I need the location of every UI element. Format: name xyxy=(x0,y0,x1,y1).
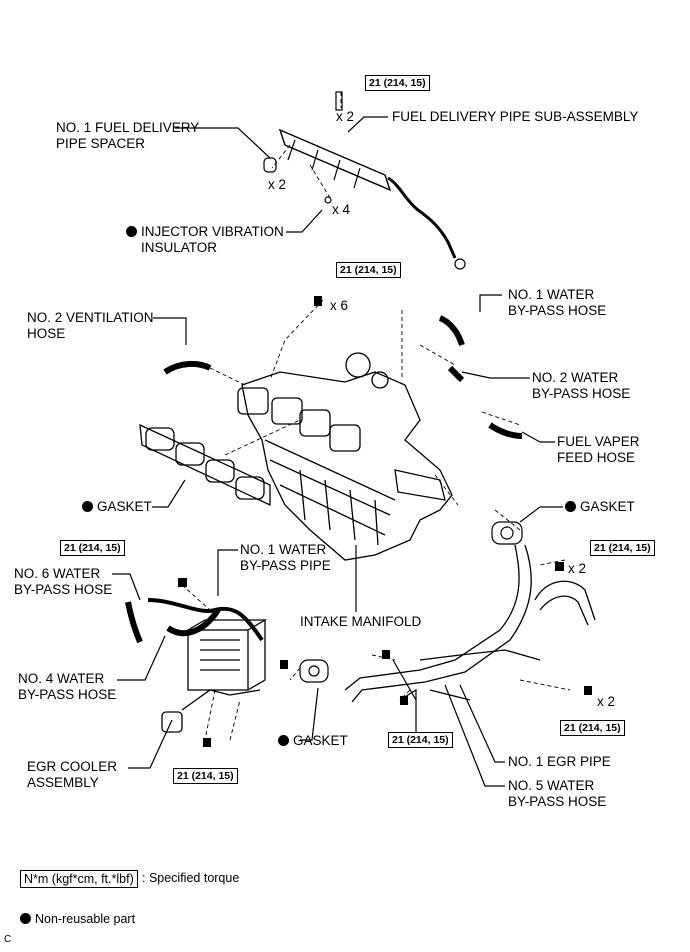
leader-no1-wbh-top xyxy=(479,294,502,312)
nonreusable-dot-icon xyxy=(565,501,576,512)
label-line-1: NO. 1 WATER xyxy=(240,542,327,557)
label-no4-water-bypass-hose: NO. 4 WATER BY-PASS HOSE xyxy=(18,671,116,703)
label-injector-vibration-insulator: INJECTOR VIBRATION INSULATOR xyxy=(126,224,284,256)
qty-manifold-bolts: x 6 xyxy=(330,298,349,313)
legend-nonreusable-text: Non-reusable part xyxy=(35,912,136,926)
label-line-2: INSULATOR xyxy=(141,240,218,255)
qty-spacers: x 2 xyxy=(268,177,287,192)
label-line-1: NO. 6 WATER xyxy=(14,566,101,581)
fuel-rail xyxy=(278,128,392,192)
leader-gasket-mid xyxy=(300,687,319,741)
label-gasket-intake: GASKET xyxy=(82,499,152,515)
torque-box-wb-pipe: 21 (214, 15) xyxy=(60,540,125,556)
label-text: GASKET xyxy=(580,499,635,514)
label-line-1: FUEL VAPER xyxy=(557,434,640,449)
torque-box-egr-cooler: 21 (214, 15) xyxy=(173,768,238,784)
leader-fuel-pipe xyxy=(347,116,388,133)
intake-gasket-shape xyxy=(139,423,271,507)
no6-wbh-shape xyxy=(125,601,143,644)
leader-ventilation-hose xyxy=(153,317,187,345)
leader-no6-wbh xyxy=(112,573,141,601)
torque-box-manifold: 21 (214, 15) xyxy=(336,262,401,278)
label-no2-ventilation-hose: NO. 2 VENTILATION HOSE xyxy=(27,310,154,342)
no1-wbh-shape xyxy=(438,315,465,346)
label-fuel-vaper-feed-hose: FUEL VAPER FEED HOSE xyxy=(557,434,640,466)
nonreusable-dot-icon xyxy=(82,501,93,512)
qty-egr-top-bolts: x 2 xyxy=(568,561,587,576)
label-line-2: BY-PASS HOSE xyxy=(508,303,607,318)
label-no5-water-bypass-hose: NO. 5 WATER BY-PASS HOSE xyxy=(508,778,606,810)
legend-nonreusable: Non-reusable part xyxy=(20,912,135,926)
leader-gasket-right xyxy=(519,506,563,523)
label-line-1: EGR COOLER xyxy=(27,759,118,774)
leader-no5-wbh xyxy=(444,684,505,787)
corner-mark: C xyxy=(4,934,12,945)
leader-no4-wbh xyxy=(117,635,166,681)
label-text: GASKET xyxy=(97,499,152,514)
no4-wbh-shape xyxy=(166,608,221,637)
qty-fuel-pipe-bolts: x 2 xyxy=(336,109,355,124)
label-line-2: PIPE SPACER xyxy=(56,136,146,151)
label-text: GASKET xyxy=(293,733,348,748)
nonreusable-dot-icon xyxy=(278,735,289,746)
label-no1-water-bypass-hose-top: NO. 1 WATER BY-PASS HOSE xyxy=(508,287,606,319)
label-no6-water-bypass-hose: NO. 6 WATER BY-PASS HOSE xyxy=(14,566,112,598)
label-line-1: NO. 1 WATER xyxy=(508,287,595,302)
no2-wbh-shape xyxy=(447,365,465,383)
label-no2-water-bypass-hose: NO. 2 WATER BY-PASS HOSE xyxy=(532,370,630,402)
torque-box-egr-pipe-right: 21 (214, 15) xyxy=(560,720,625,736)
label-line-1: NO. 2 VENTILATION xyxy=(27,310,154,325)
legend-torque-box: N*m (kgf*cm, ft.*lbf) xyxy=(20,870,138,888)
label-line-2: HOSE xyxy=(27,326,66,341)
label-line-1: NO. 4 WATER xyxy=(18,671,105,686)
label-gasket-egr-cooler: GASKET xyxy=(278,733,348,749)
label-line-2: BY-PASS HOSE xyxy=(508,794,607,809)
qty-insulators: x 4 xyxy=(332,202,351,217)
label-line-2: BY-PASS PIPE xyxy=(240,558,331,573)
label-line-2: BY-PASS HOSE xyxy=(18,687,117,702)
leader-gasket-left xyxy=(152,479,186,508)
fuel-line xyxy=(387,176,457,259)
torque-box-egr-pipe-bottom: 21 (214, 15) xyxy=(388,732,453,748)
label-no1-egr-pipe: NO. 1 EGR PIPE xyxy=(508,754,611,769)
label-line-2: FEED HOSE xyxy=(557,450,636,465)
label-fuel-delivery-pipe-spacer: NO. 1 FUEL DELIVERY PIPE SPACER xyxy=(56,120,199,152)
ventilation-hose-shape xyxy=(163,360,212,375)
leader-no1-egr-pipe xyxy=(459,684,505,763)
nonreusable-dot-icon xyxy=(20,913,31,924)
label-line-1: NO. 1 FUEL DELIVERY xyxy=(56,120,200,135)
label-fuel-delivery-pipe-sub-assembly: FUEL DELIVERY PIPE SUB-ASSEMBLY xyxy=(392,109,639,124)
label-intake-manifold: INTAKE MANIFOLD xyxy=(300,614,422,629)
label-line-2: BY-PASS HOSE xyxy=(14,582,113,597)
leader-injector-insulator xyxy=(286,209,323,233)
label-line-2: ASSEMBLY xyxy=(27,775,99,790)
legend-torque-text: : Specified torque xyxy=(142,871,240,885)
egr-cooler-shape xyxy=(161,619,268,733)
fuel-vaper-hose-shape xyxy=(488,422,523,439)
torque-box-fuel-pipe: 21 (214, 15) xyxy=(365,75,430,91)
qty-egr-right-bolts: x 2 xyxy=(597,694,616,709)
leader-no2-wbh xyxy=(461,371,530,379)
label-no1-water-bypass-pipe: NO. 1 WATER BY-PASS PIPE xyxy=(240,542,331,574)
spacer-part xyxy=(263,157,277,173)
leader-fuel-vaper xyxy=(521,431,555,443)
label-line-1: NO. 5 WATER xyxy=(508,778,595,793)
intake-manifold-shape xyxy=(237,352,453,561)
label-line-1: NO. 2 WATER xyxy=(532,370,619,385)
label-line-1: INJECTOR VIBRATION xyxy=(141,224,284,239)
leader-spacer xyxy=(175,127,271,159)
label-gasket-egr-pipe: GASKET xyxy=(565,499,635,515)
label-egr-cooler-assembly: EGR COOLER ASSEMBLY xyxy=(27,759,117,791)
egr-pipe-gasket xyxy=(491,521,523,545)
torque-box-egr-pipe-top: 21 (214, 15) xyxy=(590,540,655,556)
egr-pipe-shape xyxy=(344,544,596,703)
label-line-2: BY-PASS HOSE xyxy=(532,386,631,401)
leader-no1-wb-pipe xyxy=(217,549,238,596)
egr-cooler-gasket xyxy=(299,659,329,683)
nonreusable-dot-icon xyxy=(126,226,137,237)
leader-egr-cooler xyxy=(128,719,173,769)
